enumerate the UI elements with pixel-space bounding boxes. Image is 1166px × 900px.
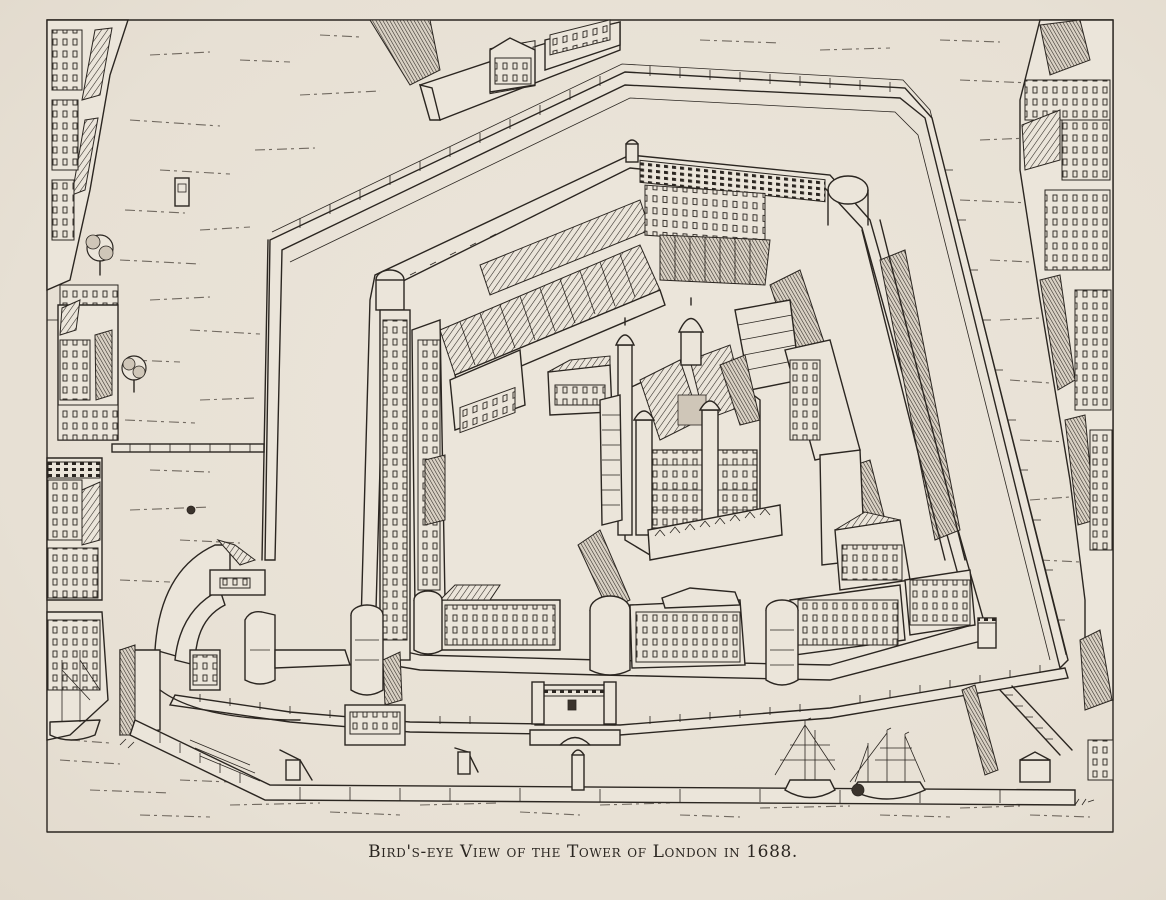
outer-curtain-wall [168,63,1069,736]
crane-icon [454,747,479,775]
corner-tower-icon [625,139,639,163]
crane-icon [279,749,313,781]
ship-icon [849,727,927,800]
south-range-buildings [350,529,976,706]
round-tower-icon [765,599,799,686]
houses-top-left [46,19,129,292]
turret-icon [677,297,705,366]
barbican-and-middle-tower [119,539,351,736]
sentry-box [174,177,190,207]
tree-icon [85,234,114,276]
ship-icon [774,717,836,799]
river-thames [59,739,1091,818]
corner-tower-icon [827,175,869,226]
wharf [129,719,1076,806]
st-thomas-tower-gate [344,681,621,746]
round-tower-icon [413,590,443,655]
corner-tower-icon [977,617,997,649]
east-range-buildings [734,219,966,591]
white-tower-keep [599,297,783,561]
west-range-buildings [379,309,446,661]
round-tower-icon [589,595,631,676]
ship-left [49,650,101,741]
byward-tower-icon [244,610,276,685]
landing-stairs-right [961,684,1073,783]
north-range-buildings [439,184,771,434]
corner-tower-icon [375,269,405,311]
houses-top-center [369,19,621,121]
turret-icon [698,400,722,531]
trees-left [85,234,147,393]
round-tower-icon [350,604,384,696]
plate-caption: Bird's-eye View of the Tower of London i… [368,842,798,862]
houses-left-block [47,284,119,441]
houses-right [1019,19,1114,781]
tree-icon [121,355,147,393]
turret-icon [632,410,656,536]
rowboats [119,738,1095,806]
moat-bridge-left [111,443,265,453]
